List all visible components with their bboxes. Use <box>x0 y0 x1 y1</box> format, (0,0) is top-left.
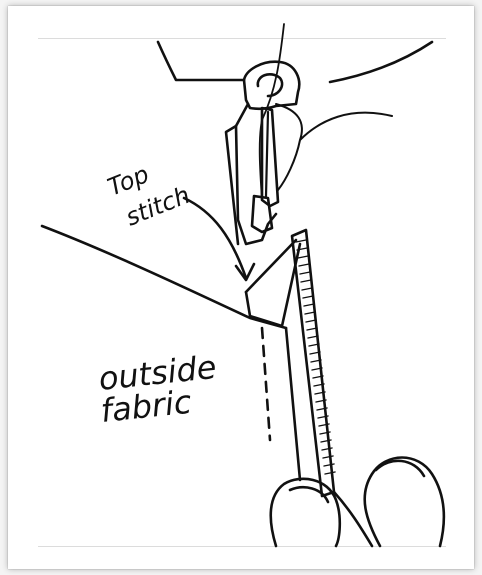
needle <box>266 112 268 196</box>
right-fingernail <box>376 461 424 476</box>
presser-bar-shank <box>236 104 276 244</box>
outside-fabric-label-line2: fabric <box>99 383 194 430</box>
left-thumb <box>271 479 340 546</box>
outside-fabric-label: outside fabric <box>97 348 218 430</box>
machine-body-outline <box>158 42 244 80</box>
fabric-side-edge <box>286 328 300 480</box>
stitch-dashes <box>262 328 270 440</box>
presser-screw <box>258 74 282 96</box>
presser-foot-clamp <box>244 62 299 109</box>
thread-tail <box>276 104 392 190</box>
topstitch-label: Top stitch <box>104 160 194 232</box>
needle-clamp <box>262 108 278 206</box>
machine-body-right-outline <box>330 42 432 82</box>
